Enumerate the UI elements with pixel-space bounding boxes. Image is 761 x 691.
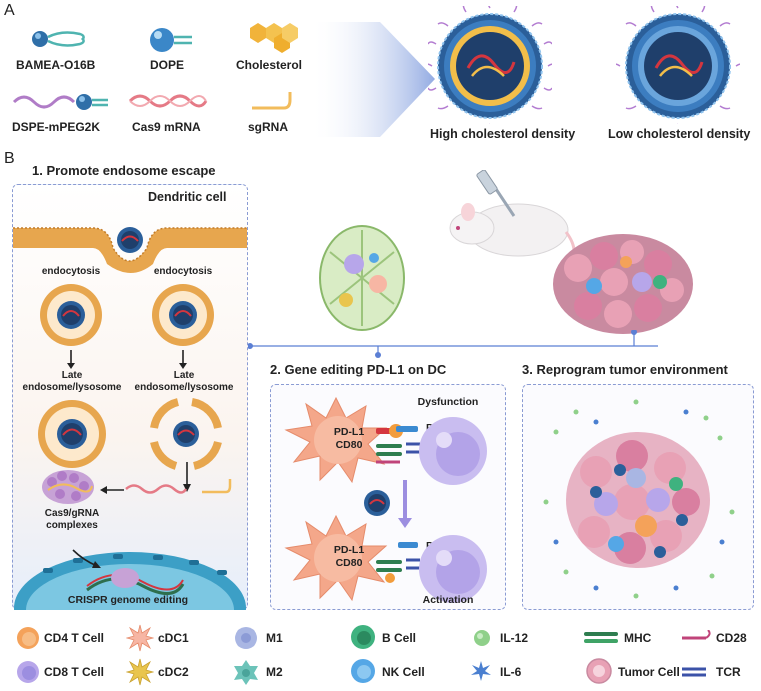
mhc-icon [584,630,618,646]
late-left-line2: endosome/lysosome [22,382,122,393]
cas9-line2: complexes [46,520,98,531]
legend: CD4 T Cell cDC1 M1 B Cell IL-12 MHC CD28… [0,622,761,691]
step1-title: 1. Promote endosome escape [32,163,216,178]
step2-title: 2. Gene editing PD-L1 on DC [270,362,447,377]
dope-lipid-icon [148,22,196,58]
cell-membrane [13,208,247,274]
released-mrna-icon [124,480,188,498]
cd28-icon [682,630,712,646]
endosome-right-icon [150,282,216,348]
tumor-cell-icon [586,658,612,684]
legend-label-cd28: CD28 [716,631,747,645]
component-label-cholesterol: Cholesterol [236,58,303,72]
component-label-bamea: BAMEA-O16B [16,58,96,72]
panel-a-letter: A [4,2,15,19]
cholesterol-icon [244,16,304,56]
tumor-icon [548,228,698,338]
dysfunction-label: Dysfunction [417,396,479,408]
cd8-t-cell-icon [16,660,40,684]
cas9-complex-label: Cas9/gRNA complexes [24,508,120,532]
m2-macrophage-icon [232,658,260,686]
translation-arrow-icon [98,484,124,496]
mrna-icon [128,88,208,114]
late-endosome-ruptured-icon [148,398,224,470]
high-cholesterol-label: High cholesterol density [430,127,576,141]
pdl1-bottom-label: PD-L1 [333,544,365,556]
tcr-icon [682,664,712,680]
dc-cell-top-icon [276,388,406,488]
pdl1-top-label: PD-L1 [333,426,365,438]
legend-label-m1: M1 [266,631,283,645]
connector-lines [248,330,658,362]
legend-label-tcr: TCR [716,665,741,679]
component-label-sgrna: sgRNA [248,120,289,134]
t-cell-top-icon [414,412,492,490]
nk-cell-icon [350,658,376,684]
step1-box [12,184,248,610]
receptor-top-icon [376,418,428,474]
cd80-bottom-label: CD80 [335,557,363,569]
dc-cell-bottom-icon [276,506,406,606]
late-right-line1: Late [173,370,195,381]
mouse-icon [430,170,580,270]
legend-label-il12: IL-12 [500,631,529,645]
cas9-complex-icon [38,466,98,508]
lymph-node-icon [316,222,408,334]
cd80-top-label: CD80 [335,439,363,451]
component-label-dope: DOPE [150,58,185,72]
low-cholesterol-label: Low cholesterol density [608,127,751,141]
release-arrow-icon [180,462,194,494]
late-endosome-left-label: Late endosome/lysosome [16,370,128,394]
legend-label-cdc1: cDC1 [158,631,189,645]
cdc1-icon [126,624,154,652]
receptor-bottom-icon [376,536,428,592]
reprogrammed-tumor-icon [536,392,740,602]
dspe-peg-icon [12,88,112,116]
late-right-line2: endosome/lysosome [134,382,234,393]
lnp-treatment-icon [362,488,392,518]
m1-macrophage-icon [232,624,260,652]
t-cell-bottom-icon [414,530,492,608]
il6-icon [470,660,492,682]
formulation-arrow [310,22,440,137]
step3-title: 3. Reprogram tumor environment [522,362,728,377]
legend-label-tumor-cell: Tumor Cell [618,665,680,679]
legend-label-il6: IL-6 [500,665,522,679]
cd4-t-cell-icon [16,626,40,650]
legend-label-b-cell: B Cell [382,631,417,645]
legend-label-cdc2: cDC2 [158,665,189,679]
late-left-line1: Late [61,370,83,381]
cdc2-icon [126,658,154,686]
arrow-down-right-icon [178,350,188,370]
legend-label-cd4: CD4 T Cell [44,631,105,645]
bamea-lipid-icon [30,24,90,54]
nucleus-icon [13,530,247,610]
dendritic-cell-label: Dendritic cell [148,190,227,204]
legend-label-nk-cell: NK Cell [382,665,425,679]
cas9-line1: Cas9/gRNA [44,508,100,519]
panel-b-letter: B [4,150,15,167]
arrow-down-left-icon [66,350,76,370]
late-endosome-intact-icon [34,398,110,470]
component-label-cas9-mrna: Cas9 mRNA [132,120,201,134]
sgrna-icon [248,88,298,114]
b-cell-icon [350,624,376,650]
released-sgrna-icon [200,476,236,498]
high-cholesterol-lnp-icon [428,6,552,124]
endosome-left-icon [38,282,104,348]
activation-arrow-icon [396,480,414,530]
late-endosome-right-label: Late endosome/lysosome [128,370,240,394]
legend-label-m2: M2 [266,665,283,679]
crispr-label: CRISPR genome editing [67,594,189,606]
legend-label-cd8: CD8 T Cell [44,665,105,679]
il12-icon [472,628,492,648]
endocytosis-right-label: endocytosis [153,266,213,277]
activation-label: Activation [422,594,474,606]
endocytosis-left-label: endocytosis [41,266,101,277]
component-label-dspe: DSPE-mPEG2K [12,120,101,134]
low-cholesterol-lnp-icon [616,6,740,124]
legend-label-mhc: MHC [624,631,652,645]
